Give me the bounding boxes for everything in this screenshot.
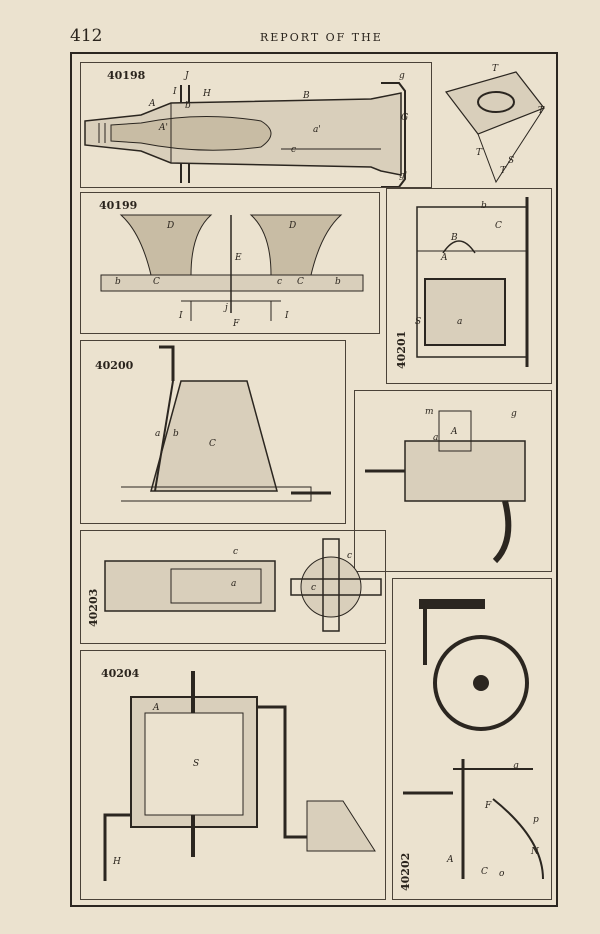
label-N: N [531,847,539,857]
label-A: A [447,855,454,865]
page-header: 412 REPORT OF THE [70,26,560,46]
label-C: C [495,221,502,231]
label-J: J [185,71,189,81]
label-g: g [513,761,519,771]
label-b: b [335,277,341,287]
figure-number: 40204 [101,667,140,680]
figure-40204-drawing [103,671,376,881]
figure-40200: 40200 a b C [80,340,346,524]
label-T: T [476,148,483,158]
figure-40202-detail: m a A g [354,390,552,572]
label-c: c [347,551,353,561]
figure-40201-detail: T T T T S [436,62,552,184]
label-I: I [173,87,177,97]
label-I: I [285,311,289,321]
label-D: D [167,221,175,231]
running-title: REPORT OF THE [260,31,383,44]
label-T: T [500,166,507,176]
label-m: m [425,407,434,417]
figure-40202-detail-drawing [365,410,526,564]
label-b: b [185,101,191,111]
label-E: E [235,253,242,263]
figure-40201-detail-drawing [444,71,545,184]
label-G: G [401,113,409,123]
label-B: B [303,91,310,101]
label-A: A [451,427,458,437]
label-C: C [153,277,160,287]
label-c: c [291,145,297,155]
label-b: b [115,277,121,287]
label-A: A [149,99,156,109]
label-g: g [399,71,405,81]
figure-number: 40200 [95,359,134,372]
label-H: H [113,857,121,867]
label-H: H [203,89,211,99]
figure-40200-drawing [121,345,331,502]
label-S: S [415,317,422,327]
label-B: B [451,233,458,243]
label-A-prime: A' [159,123,168,133]
label-b: b [173,429,179,439]
label-g: g [511,409,517,419]
label-D: D [289,221,297,231]
label-g-prime: g' [399,171,408,181]
figure-40199: 40199 D D E b C c C b I j F I [80,192,380,334]
label-a: a [155,429,161,439]
figure-40203: 40203 c a c c [80,530,386,644]
figure-40201: 40201 b C B A S a [386,188,552,384]
label-a: a [457,317,463,327]
label-T: T [538,106,545,116]
figure-40198-drawing [84,82,406,187]
label-S: S [508,156,515,166]
label-F: F [485,801,492,811]
figure-40203-drawing [104,538,382,632]
label-c: c [311,583,317,593]
label-C: C [209,439,216,449]
page-number: 412 [70,26,103,46]
label-A: A [153,703,160,713]
label-b: b [481,201,487,211]
figure-40202: 40202 g F A C o N p [392,578,552,900]
label-p: p [533,815,539,825]
label-C: C [481,867,488,877]
engraving-plate: 40198 J I H A b A' B a' c g G g' [70,52,558,907]
figure-40202-drawing [403,599,544,880]
figure-number: 40199 [99,199,138,212]
figure-40198: 40198 J I H A b A' B a' c g G g' [80,62,432,188]
label-T: T [492,64,499,74]
label-c: c [277,277,283,287]
label-o: o [499,869,505,879]
figure-40199-drawing [100,214,364,321]
label-a-prime: a' [313,125,321,135]
figure-number: 40198 [107,69,146,82]
label-S: S [193,759,200,769]
label-a: a [433,433,439,443]
label-I: I [179,311,183,321]
label-j: j [225,303,228,313]
label-F: F [233,319,240,329]
label-c: c [233,547,239,557]
figure-40201-drawing [416,197,529,367]
label-C: C [297,277,304,287]
label-a: a [231,579,237,589]
label-A: A [441,253,448,263]
figure-40204: 40204 A S H [80,650,386,900]
